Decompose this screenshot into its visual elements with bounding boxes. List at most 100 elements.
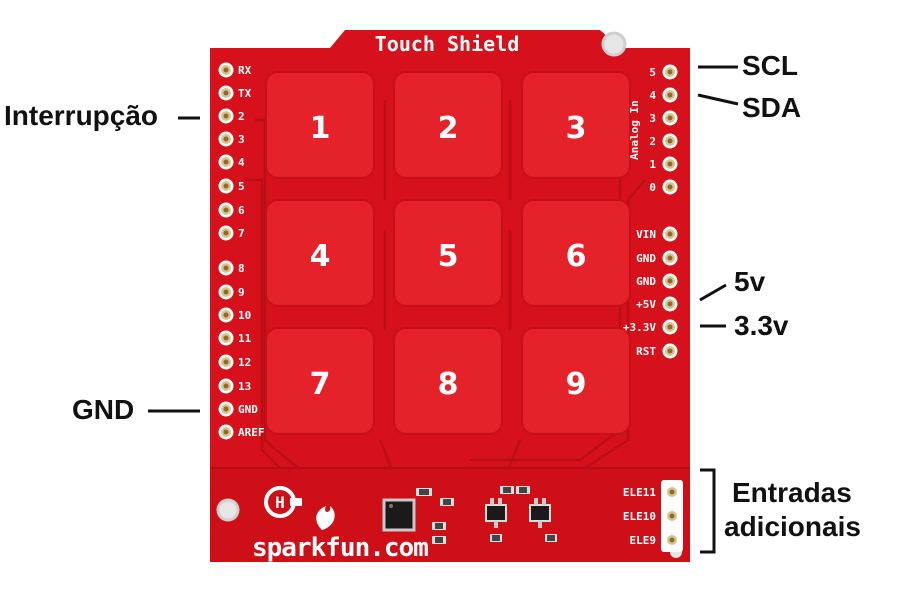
power-pin-5v[interactable] (662, 296, 678, 312)
left-pin-label: AREF (238, 426, 265, 439)
power-pin-label: GND (636, 252, 656, 265)
left-pin-2[interactable] (218, 108, 234, 124)
power-pin-label: +3.3V (623, 321, 656, 334)
annotation-lines (148, 65, 739, 554)
touch-pad-5[interactable]: 5 (393, 199, 503, 307)
power-pin-label: VIN (636, 228, 656, 241)
svg-text:H: H (275, 493, 285, 512)
pcb-bottom-strip (210, 468, 690, 562)
left-pin-label: 13 (238, 380, 251, 393)
left-pin-label: 3 (238, 133, 245, 146)
annotation-extra-line1: Entradas (732, 477, 852, 508)
left-pin-12[interactable] (218, 354, 234, 370)
touch-pad-4[interactable]: 4 (265, 199, 375, 307)
analog-pin-label: 5 (649, 66, 656, 79)
ele-pin-ele9[interactable] (664, 532, 680, 548)
ele-pin-ele10[interactable] (664, 508, 680, 524)
touch-pad-8[interactable]: 8 (393, 327, 503, 435)
touch-pad-2[interactable]: 2 (393, 71, 503, 179)
left-pin-8[interactable] (218, 260, 234, 276)
left-pin-label: 12 (238, 356, 251, 369)
left-pin-label: TX (238, 87, 252, 100)
analog-pin-label: 3 (649, 112, 656, 125)
left-pin-label: 9 (238, 286, 245, 299)
ele-pin-label: ELE9 (630, 534, 657, 547)
left-pin-label: 4 (238, 156, 245, 169)
left-pin-6[interactable] (218, 202, 234, 218)
left-pin-9[interactable] (218, 284, 234, 300)
power-pin-label: +5V (636, 298, 656, 311)
left-pin-5[interactable] (218, 178, 234, 194)
touch-pad-label: 9 (566, 367, 587, 402)
analog-pin-5[interactable] (662, 64, 678, 80)
analog-pin-4[interactable] (662, 87, 678, 103)
power-pin-gnd[interactable] (662, 273, 678, 289)
touch-pad-3[interactable]: 3 (521, 71, 631, 179)
left-pin-gnd[interactable] (218, 401, 234, 417)
left-pin-label: 11 (238, 332, 252, 345)
ele-pin-label: ELE10 (623, 510, 656, 523)
touch-pad-label: 5 (438, 239, 459, 274)
analog-pin-label: 2 (649, 135, 656, 148)
power-pin-33v[interactable] (662, 319, 678, 335)
analog-pin-label: 1 (649, 158, 656, 171)
left-pin-label: 6 (238, 204, 245, 217)
ele-pin-label: ELE11 (623, 486, 656, 499)
left-pin-10[interactable] (218, 307, 234, 323)
left-pin-label: RX (238, 64, 252, 77)
analog-in-label: Analog In (628, 100, 641, 160)
touch-pad-9[interactable]: 9 (521, 327, 631, 435)
annotation-scl: SCL (742, 50, 798, 81)
touch-pad-label: 7 (310, 367, 331, 402)
touch-pad-label: 8 (438, 367, 459, 402)
analog-pin-2[interactable] (662, 133, 678, 149)
left-pin-label: 8 (238, 262, 245, 275)
smd-components (416, 486, 557, 544)
power-header-pins: VIN GND GND +5V +3.3V RST (623, 226, 678, 359)
transistor-right (529, 498, 551, 528)
left-pin-label: 5 (238, 180, 245, 193)
transistor-left (485, 498, 507, 528)
left-pin-rx[interactable] (218, 62, 234, 78)
analog-pin-label: 4 (649, 89, 656, 102)
mounting-hole-bottom-left (216, 498, 240, 522)
mounting-hole-top (601, 31, 627, 57)
touch-pads: 1 2 3 4 5 6 7 8 9 (265, 71, 631, 435)
annotation-5v: 5v (734, 266, 766, 297)
touch-pad-1[interactable]: 1 (265, 71, 375, 179)
sparkfun-flame-icon (316, 506, 335, 530)
power-pin-rst[interactable] (662, 343, 678, 359)
analog-pin-3[interactable] (662, 110, 678, 126)
left-pin-4[interactable] (218, 154, 234, 170)
power-pin-gnd[interactable] (662, 250, 678, 266)
capacitive-touch-ic (382, 498, 416, 532)
board-title: Touch Shield (375, 32, 520, 56)
left-pin-13[interactable] (218, 378, 234, 394)
left-pin-7[interactable] (218, 225, 234, 241)
power-pin-label: GND (636, 275, 656, 288)
left-pin-aref[interactable] (218, 424, 234, 440)
annotation-gnd: GND (72, 394, 135, 425)
left-pin-tx[interactable] (218, 85, 234, 101)
annotation-extra-inputs: Entradas adicionais (724, 476, 861, 544)
analog-pin-1[interactable] (662, 156, 678, 172)
touch-pad-label: 2 (438, 111, 459, 146)
touch-pad-label: 6 (566, 239, 587, 274)
touch-pad-label: 3 (566, 111, 587, 146)
power-pin-label: RST (636, 345, 656, 358)
left-pin-3[interactable] (218, 131, 234, 147)
touch-pad-label: 1 (310, 111, 331, 146)
analog-pin-0[interactable] (662, 179, 678, 195)
brand-text: sparkfun.com (252, 533, 428, 563)
annotation-extra-line2: adicionais (724, 511, 861, 542)
ele-pin-ele11[interactable] (664, 484, 680, 500)
touch-pad-6[interactable]: 6 (521, 199, 631, 307)
touch-pad-label: 4 (310, 239, 331, 274)
power-pin-vin[interactable] (662, 226, 678, 242)
left-pin-11[interactable] (218, 330, 234, 346)
touch-pad-7[interactable]: 7 (265, 327, 375, 435)
